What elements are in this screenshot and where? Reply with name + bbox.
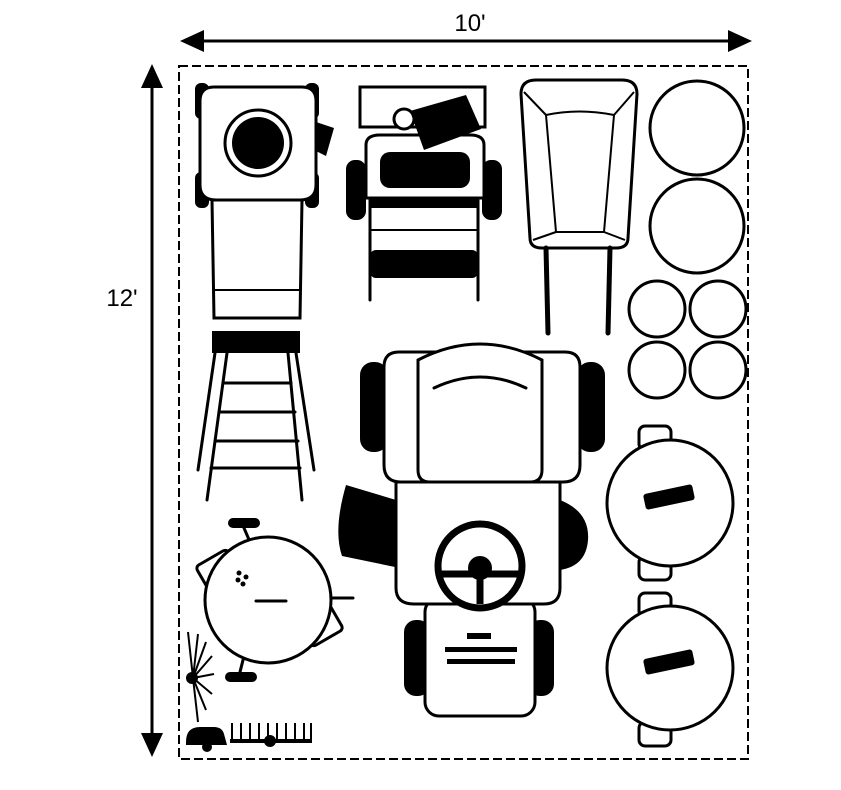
floor-border: [178, 65, 749, 760]
riding-mower-icon: [338, 342, 605, 718]
hand-tool-icon: [186, 727, 227, 752]
lawn-tractor-icon: [346, 85, 502, 302]
push-lawn-mower-icon: [195, 83, 334, 320]
width-label: 10': [454, 10, 485, 37]
height-dimension: 12': [106, 64, 163, 757]
trash-can-lid-icon: [605, 424, 735, 582]
sprinkler-icon: [186, 631, 215, 723]
bicycle-icon: [195, 518, 355, 682]
trash-can-lid-icon: [605, 591, 735, 748]
wheelbarrow-icon: [519, 78, 639, 336]
stepladder-icon: [196, 331, 316, 502]
width-dimension: 10': [180, 10, 752, 52]
leaf-rake-icon: [230, 723, 312, 747]
height-label: 12': [106, 285, 137, 312]
round-container-icon: [627, 79, 748, 400]
